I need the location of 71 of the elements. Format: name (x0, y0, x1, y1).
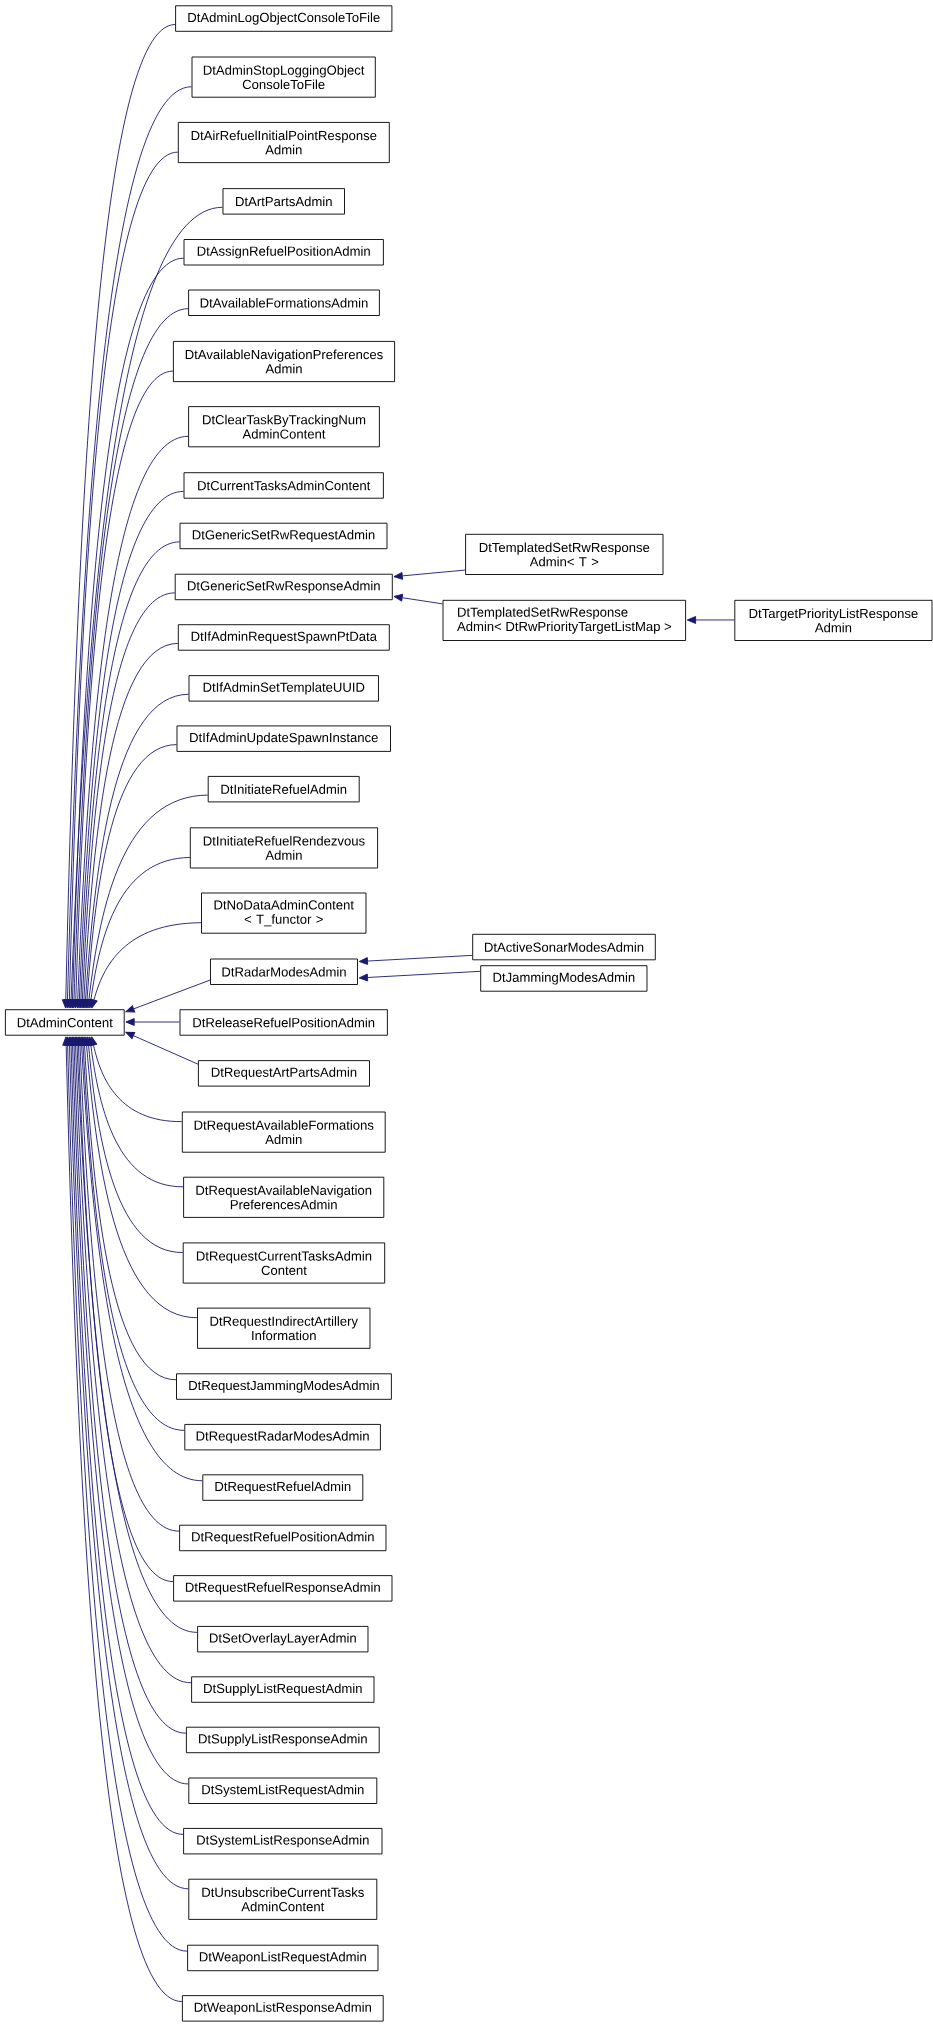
class-box: DtNoDataAdminContent < T_functor > (201, 892, 367, 934)
arrow (67, 206, 223, 1009)
class-box: DtRequestIndirectArtillery Information (197, 1307, 371, 1349)
class-box: DtGenericSetRwResponseAdmin (174, 573, 393, 601)
arrow (78, 592, 176, 1009)
class-box: DtAdminStopLoggingObject ConsoleToFile (191, 56, 376, 98)
class-box: DtUnsubscribeCurrentTasks AdminContent (188, 1878, 378, 1920)
class-box: DtRequestRefuelResponseAdmin (173, 1575, 393, 1602)
arrow (63, 86, 192, 1009)
class-box: DtJammingModesAdmin (480, 965, 648, 992)
class-box: DtAssignRefuelPositionAdmin (183, 239, 384, 266)
class-box: DtRequestRadarModesAdmin (184, 1423, 381, 1451)
class-box: DtWeaponListResponseAdmin (181, 1995, 384, 2022)
arrow (73, 435, 189, 1009)
arrow (85, 794, 209, 1009)
arrow (90, 922, 202, 1009)
class-box: DtAdminContent (4, 1009, 125, 1036)
class-box: DtCurrentTasksAdminContent (183, 472, 384, 499)
arrow (82, 1036, 198, 1319)
class-box: DtGenericSetRwRequestAdmin (179, 522, 388, 550)
class-box: DtIfAdminRequestSpawnPtData (177, 624, 390, 651)
arrow (83, 744, 177, 1009)
class-box: DtTemplatedSetRwResponse Admin< DtRwPriorityTargetListMap > (442, 599, 687, 641)
class-box: DtRequestJammingModesAdmin (176, 1373, 392, 1400)
arrow (358, 970, 481, 982)
arrow (71, 370, 174, 1009)
class-box: DtAirRefuelInitialPointResponse Admin (177, 121, 390, 164)
arrow (65, 151, 179, 1009)
class-box: DtActiveSonarModesAdmin (472, 933, 656, 961)
arrow (79, 1036, 185, 1431)
class-box: DtArtPartsAdmin (222, 188, 345, 215)
class-box: DtSupplyListRequestAdmin (191, 1676, 375, 1703)
class-box: DtInitiateRefuelRendezvous Admin (189, 827, 379, 869)
arrow (80, 1036, 177, 1381)
class-box: DtSystemListResponseAdmin (183, 1827, 383, 1855)
class-box: DtReleaseRefuelPositionAdmin (179, 1009, 388, 1036)
class-box: DtClearTaskByTrackingNum AdminContent (188, 406, 380, 448)
arrow (84, 1036, 184, 1253)
class-box: DtSupplyListResponseAdmin (185, 1726, 380, 1754)
arrow (80, 642, 179, 1009)
class-box: DtSetOverlayLayerAdmin (197, 1625, 369, 1653)
arrow (86, 1036, 184, 1188)
arrow (61, 24, 176, 1009)
class-box: DtAvailableFormationsAdmin (188, 289, 380, 316)
class-box: DtIfAdminUpdateSpawnInstance (176, 725, 391, 752)
arrow (393, 593, 443, 605)
class-box: DtRequestArtPartsAdmin (197, 1060, 370, 1087)
class-box: DtRequestAvailableNavigation PreferencesAdmin (183, 1176, 385, 1218)
class-box: DtRadarModesAdmin (210, 958, 358, 985)
class-box: DtAdminLogObjectConsoleToFile (175, 5, 393, 32)
arrow (81, 693, 189, 1009)
class-box: DtIfAdminSetTemplateUUID (188, 675, 379, 702)
class-box: DtSystemListRequestAdmin (188, 1777, 378, 1804)
arrow (76, 1036, 180, 1532)
arrow (393, 569, 466, 580)
arrow (125, 979, 211, 1013)
class-box: DtInitiateRefuelAdmin (207, 775, 360, 803)
class-box: DtTargetPriorityListResponse Admin (734, 599, 933, 641)
class-box: DtRequestRefuelAdmin (202, 1474, 364, 1501)
arrow (125, 1031, 199, 1065)
arrow (87, 857, 191, 1009)
class-box: DtRequestAvailableFormations Admin (181, 1111, 386, 1153)
arrow (358, 954, 473, 965)
class-box: DtWeaponListRequestAdmin (187, 1944, 379, 1972)
arrow (89, 1036, 183, 1123)
arrow (125, 1018, 180, 1026)
class-box: DtAvailableNavigationPreferences Admin (172, 340, 396, 383)
class-box: DtRequestCurrentTasksAdmin Content (182, 1242, 386, 1284)
arrow (686, 616, 735, 624)
class-box: DtTemplatedSetRwResponse Admin< T > (465, 533, 664, 575)
class-box: DtRequestRefuelPositionAdmin (179, 1524, 387, 1552)
